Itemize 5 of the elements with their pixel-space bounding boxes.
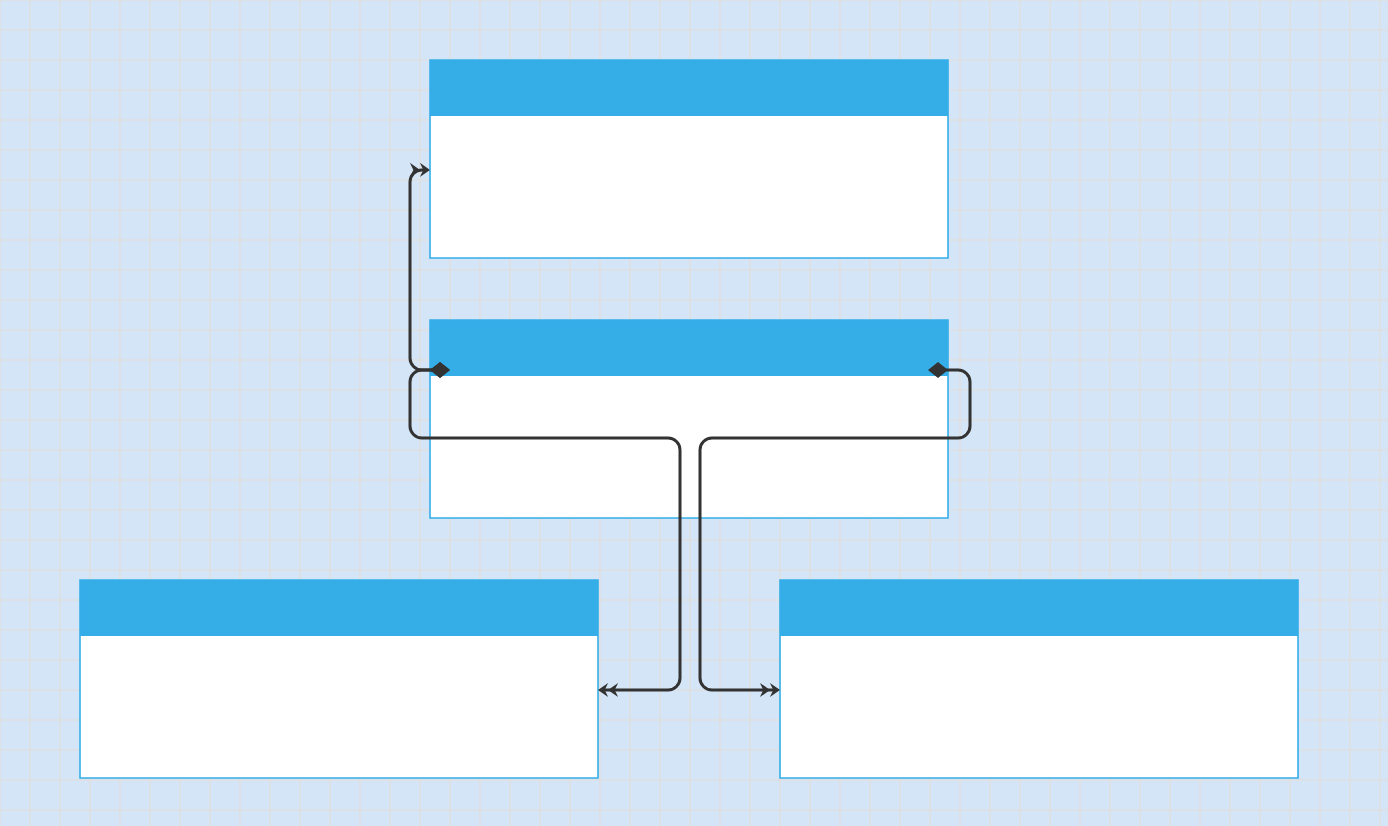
table-box — [429, 59, 949, 259]
connector-arrow — [408, 362, 682, 698]
table-box — [79, 579, 599, 779]
table-box — [429, 319, 949, 519]
table-box — [779, 579, 1299, 779]
